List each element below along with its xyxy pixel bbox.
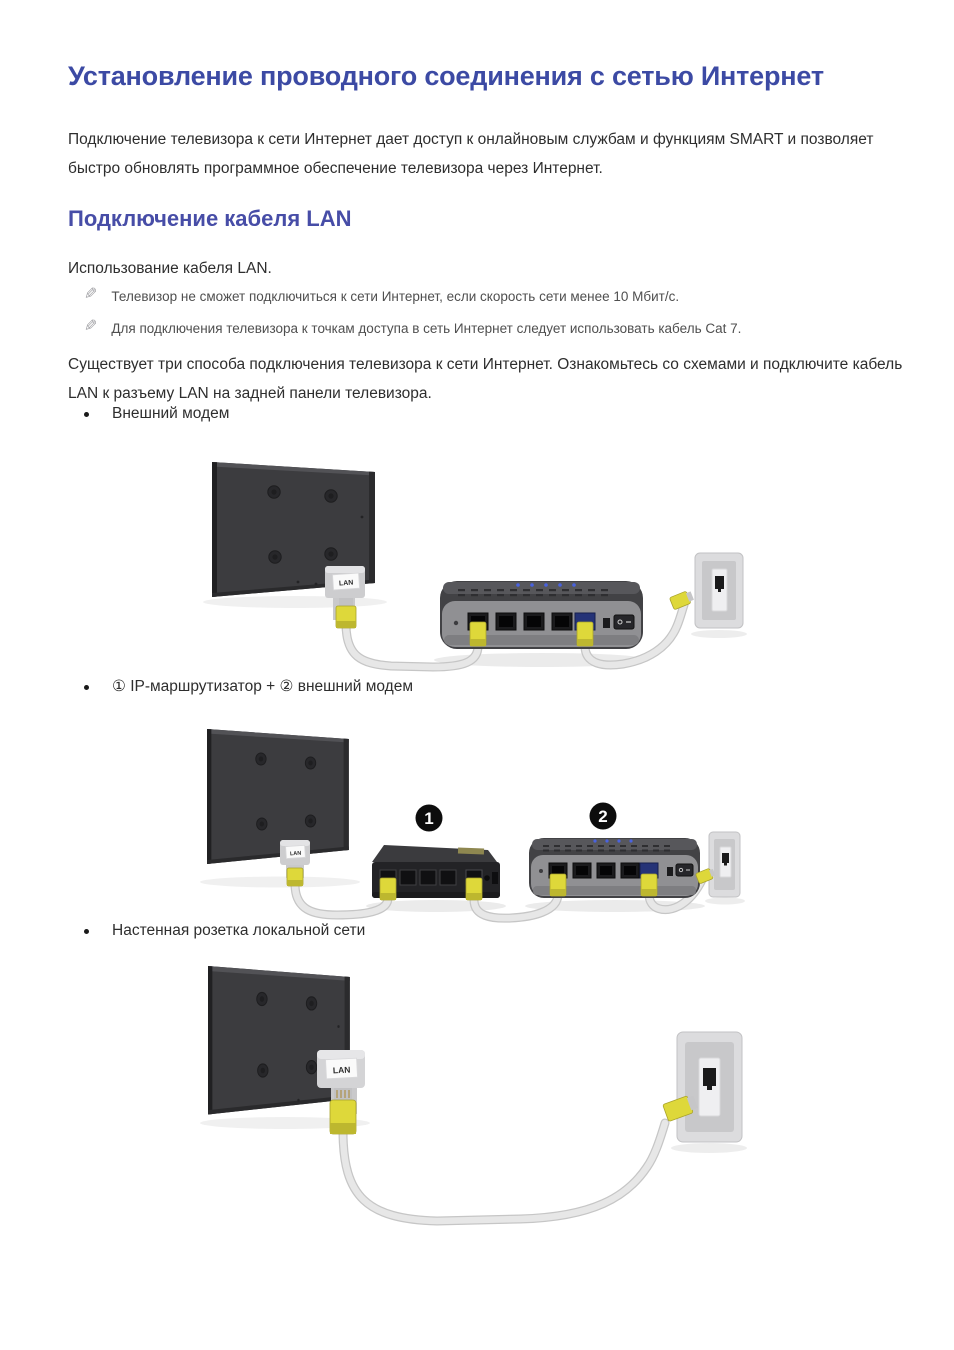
page-title: Установление проводного соединения с сет… (68, 61, 824, 91)
rj45-plug-icon (549, 873, 567, 897)
rj45-plug-icon (329, 1099, 357, 1135)
power-jack (667, 867, 673, 876)
power-switch (675, 863, 694, 877)
note-text: Для подключения телевизора к точкам дост… (111, 321, 742, 336)
reset-hole (539, 869, 543, 873)
diagram-router-and-modem: LAN 1 2 (200, 729, 745, 923)
rj45-plug-icon (662, 1095, 698, 1122)
lan-adapter: LAN (325, 566, 365, 629)
bullet-item-external-modem: Внешний модем (84, 404, 904, 424)
bullet-item-wall-outlet: Настенная розетка локальной сети (84, 921, 904, 941)
reset-hole (453, 620, 459, 626)
note-row: ✎ Телевизор не сможет подключиться к сет… (84, 286, 904, 306)
note-text: Телевизор не сможет подключиться к сети … (111, 289, 680, 304)
wall-outlet (676, 1031, 743, 1143)
tv-back (207, 729, 349, 864)
lan-adapter: LAN (280, 840, 310, 887)
usage-line: Использование кабеля LAN. (68, 260, 272, 277)
ip-router (372, 845, 500, 898)
lan-port-label: LAN (290, 851, 302, 858)
ethernet-cable (338, 1118, 670, 1226)
lan-ports (467, 612, 573, 631)
description-paragraph: Существует три способа подключения телев… (68, 356, 903, 402)
pencil-icon: ✎ (84, 286, 98, 303)
shadow (705, 897, 745, 905)
badge-modem: 2 (589, 802, 617, 830)
rj45-plug-icon (469, 621, 487, 647)
rj45-plug-icon (335, 605, 357, 629)
ethernet-cable (341, 619, 483, 672)
pencil-icon: ✎ (84, 318, 98, 335)
rj45-plug-icon (286, 867, 304, 887)
shadow (691, 630, 747, 638)
wall-outlet (694, 552, 744, 629)
vent-slots (543, 845, 670, 852)
ethernet-cable (469, 889, 563, 923)
shadow (200, 1117, 370, 1129)
intro-paragraph: Подключение телевизора к сети Интернет д… (68, 131, 874, 177)
rj45-plug-icon (695, 868, 716, 884)
diagram-external-modem: LAN (203, 462, 747, 672)
note-row: ✎ Для подключения телевизора к точкам до… (84, 318, 904, 338)
bullet-item-router-modem: ① IP-маршрутизатор + ② внешний модем (84, 677, 904, 697)
tv-back (208, 966, 350, 1115)
wall-outlet (708, 831, 741, 898)
lan-port-label: LAN (333, 1065, 351, 1076)
diagram-wall-outlet: LAN (200, 966, 747, 1226)
power-jack (603, 618, 610, 628)
lan-port-label: LAN (339, 580, 354, 588)
shadow (200, 876, 360, 888)
rj45-plug-icon (669, 591, 694, 610)
rj45-plug-icon (379, 877, 397, 901)
rj45-plug-icon (576, 621, 594, 647)
rj45-plug-icon (465, 877, 483, 901)
bullet-dot (84, 929, 89, 934)
power-switch (492, 872, 498, 884)
bullet-text: Настенная розетка локальной сети (112, 922, 366, 939)
bullet-dot (84, 685, 89, 690)
power-switch (613, 614, 635, 630)
power-jack (484, 875, 490, 881)
ethernet-cable (290, 879, 393, 920)
badge-router: 1 (415, 804, 443, 832)
ethernet-cable (580, 600, 689, 670)
bullet-text: Внешний модем (112, 405, 230, 422)
shadow (671, 1143, 747, 1153)
vent-slots (458, 589, 608, 597)
lan-adapter: LAN (317, 1050, 365, 1135)
svg-text:2: 2 (598, 807, 607, 826)
svg-text:1: 1 (424, 809, 433, 828)
bullet-text: ① IP-маршрутизатор + ② внешний модем (112, 678, 414, 695)
rj45-plug-icon (640, 873, 658, 897)
section-heading: Подключение кабеля LAN (68, 206, 352, 231)
bullet-dot (84, 412, 89, 417)
